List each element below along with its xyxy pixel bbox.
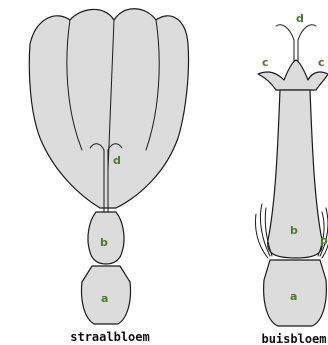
ray-flower: d b a straalbloem xyxy=(29,9,188,344)
ray-label-b: b xyxy=(100,236,108,249)
ray-label-d: d xyxy=(113,154,121,167)
tube-label-c-right: c xyxy=(318,56,325,69)
ray-caption: straalbloem xyxy=(70,330,149,344)
tube-label-a: a xyxy=(290,290,297,303)
tube-flower: d c c b p a buisbloem xyxy=(256,12,328,345)
tube-label-b: b xyxy=(290,224,298,237)
tube-label-d: d xyxy=(296,12,304,25)
ray-label-a: a xyxy=(101,292,108,305)
ray-ligule xyxy=(29,9,188,208)
tube-caption: buisbloem xyxy=(261,332,326,345)
tube-label-p: p xyxy=(320,234,328,247)
tube-stigma xyxy=(276,25,316,40)
tube-label-c-left: c xyxy=(262,56,269,69)
